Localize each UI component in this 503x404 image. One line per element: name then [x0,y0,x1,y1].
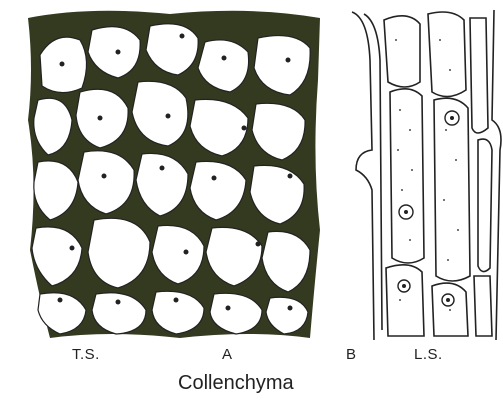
ts-nucleus [288,306,293,311]
stipple-dot [439,39,441,41]
stipple-dot [443,199,445,201]
ls-cell [478,139,492,271]
ls-cell [470,18,488,133]
ts-nucleus [160,166,165,171]
ts-nucleus [60,62,65,67]
ts-nucleus [166,114,171,119]
ts-nucleus [98,116,103,121]
ts-nucleus [184,250,189,255]
ts-nucleus [226,306,231,311]
stipple-dot [457,229,459,231]
ls-nucleolus [446,298,450,302]
ls-outer-wall [492,10,501,340]
stipple-dot [401,189,403,191]
ls-cell [474,276,492,336]
ts-nucleus [286,58,291,63]
ls-section [352,10,501,340]
stipple-dot [449,69,451,71]
stipple-dot [447,259,449,261]
stipple-dot [445,129,447,131]
ls-nucleolus [450,116,454,120]
figure-caption: Collenchyma [178,372,294,395]
ts-nucleus [70,246,75,251]
ts-nucleus [174,298,179,303]
ls-cell [428,12,466,97]
ts-nucleus [222,56,227,61]
ts-nucleus [256,242,261,247]
ts-section [28,11,320,338]
stipple-dot [395,39,397,41]
stipple-dot [411,169,413,171]
ls-nucleolus [402,284,406,288]
ls-nucleolus [404,210,408,214]
ts-nucleus [288,174,293,179]
panel-b-label: B [346,346,357,363]
ts-nucleus [116,50,121,55]
stipple-dot [449,309,451,311]
stipple-dot [397,149,399,151]
stipple-dot [409,129,411,131]
ts-nucleus [102,174,107,179]
ts-nucleus [242,126,247,131]
ts-nucleus [180,34,185,39]
stipple-dot [455,159,457,161]
ls-cell [384,16,420,87]
ts-label: T.S. [72,346,100,363]
ts-nucleus [212,176,217,181]
ls-nuclei [398,111,459,306]
ls-cell [390,89,424,263]
panel-a-label: A [222,346,233,363]
ls-cell [386,265,424,336]
ts-nucleus [58,298,63,303]
stipple-dot [399,299,401,301]
ls-outer-wall [352,12,374,340]
ls-label: L.S. [414,346,443,363]
stipple-dot [399,109,401,111]
stipple-dot [409,239,411,241]
ts-nucleus [116,300,121,305]
ls-stipple [395,39,459,311]
